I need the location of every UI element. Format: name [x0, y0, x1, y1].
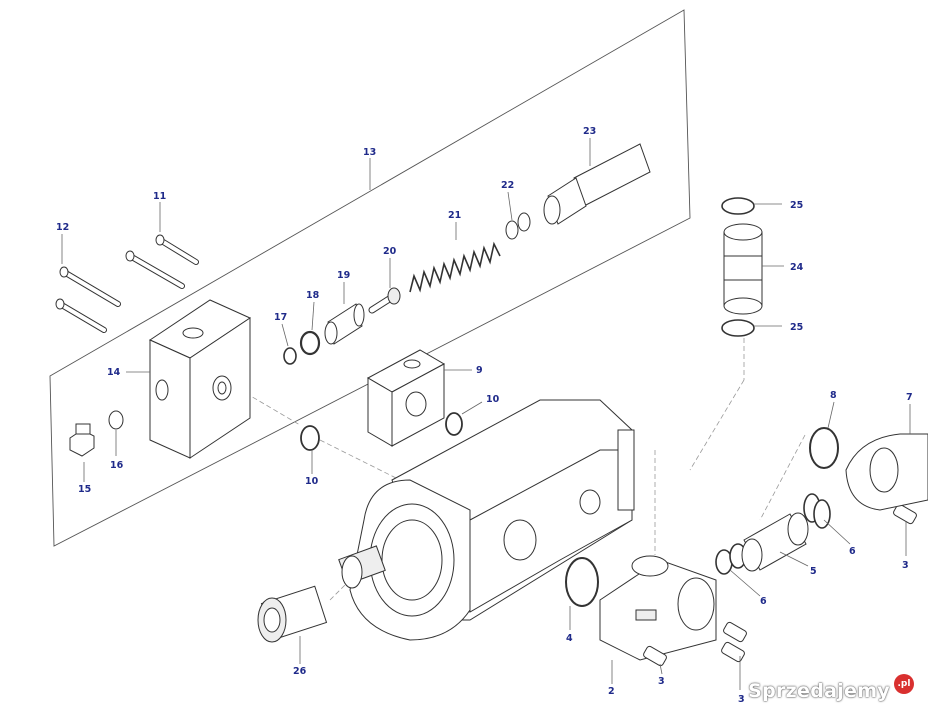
label-16: 16: [110, 460, 124, 471]
label-10-right: 10: [486, 394, 500, 405]
label-25-bottom: 25: [790, 322, 803, 333]
oring-25-bottom: [721, 319, 755, 337]
spring-21: [409, 241, 501, 293]
label-4: 4: [566, 633, 573, 644]
oring-18: [299, 330, 321, 356]
label-19: 19: [337, 270, 350, 281]
fitting-5: [741, 512, 809, 572]
label-14: 14: [107, 367, 121, 378]
label-2: 2: [608, 686, 615, 697]
label-21: 21: [448, 210, 461, 221]
seal-8: [809, 427, 839, 469]
fitting-24: [723, 223, 763, 315]
watermark-text: Sprzedajemy: [748, 680, 890, 702]
valve-block-14: [148, 299, 252, 459]
label-11: 11: [153, 191, 166, 202]
label-26: 26: [293, 666, 307, 677]
plug-23: [543, 143, 651, 225]
flange-7: [845, 433, 928, 511]
valve-block-9: [366, 349, 446, 447]
label-22: 22: [501, 180, 514, 191]
label-24: 24: [790, 262, 804, 273]
label-7: 7: [906, 392, 913, 403]
subassembly-frame: [49, 9, 691, 547]
label-10-left: 10: [305, 476, 319, 487]
bolt-12-mid: [125, 250, 185, 289]
label-12: 12: [56, 222, 69, 233]
plug-15: [69, 423, 95, 457]
label-20: 20: [383, 246, 397, 257]
bolt-12-top: [59, 266, 121, 307]
drive-shaft: [338, 545, 386, 589]
pump-body: [349, 399, 635, 641]
part-20: [368, 287, 401, 314]
washer-22: [505, 220, 519, 240]
bolt-11: [155, 234, 199, 265]
spool-19: [324, 303, 365, 345]
label-25-top: 25: [790, 200, 803, 211]
seal-10-right: [445, 412, 463, 436]
label-6-right: 6: [849, 546, 856, 557]
watermark-badge: .pl: [894, 674, 914, 694]
washer-22b: [517, 212, 531, 232]
seal-10-left: [300, 425, 320, 451]
bolts-3: [643, 503, 917, 667]
label-15: 15: [78, 484, 91, 495]
oring-17: [283, 347, 297, 365]
bolt-12-bottom: [55, 298, 107, 333]
label-3-bottom: 3: [658, 676, 665, 687]
leader-lines: [61, 138, 911, 690]
watermark: Sprzedajemy .pl: [748, 674, 914, 708]
label-5: 5: [810, 566, 817, 577]
label-17: 17: [274, 312, 287, 323]
seal-4: [565, 557, 599, 607]
label-9: 9: [476, 365, 483, 376]
label-23: 23: [583, 126, 596, 137]
label-18: 18: [306, 290, 320, 301]
label-13: 13: [363, 147, 376, 158]
label-3-right: 3: [902, 560, 909, 571]
label-6-left: 6: [760, 596, 767, 607]
washer-16: [108, 410, 124, 430]
flange-2: [599, 555, 717, 661]
seal-6-right-b: [813, 499, 831, 529]
label-3-mid: 3: [738, 694, 745, 705]
label-8: 8: [830, 390, 837, 401]
oring-25-top: [721, 197, 755, 215]
coupling-26: [257, 585, 328, 643]
